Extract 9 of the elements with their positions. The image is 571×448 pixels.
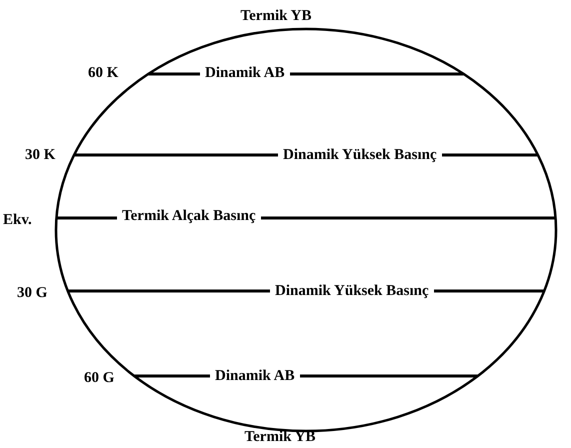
pressure-belt-label: Dinamik Yüksek Basınç: [278, 146, 442, 164]
latitude-label: Ekv.: [3, 211, 32, 229]
latitude-label: 30 G: [17, 284, 48, 302]
latitude-label: 30 K: [25, 146, 56, 164]
pressure-belt-label: Dinamik Yüksek Basınç: [270, 282, 434, 300]
pole-pressure-label: Termik YB: [240, 7, 312, 25]
latitude-label: 60 K: [88, 64, 118, 82]
latitude-label: 60 G: [84, 369, 114, 387]
pressure-belt-label: Termik Alçak Basınç: [117, 207, 261, 225]
